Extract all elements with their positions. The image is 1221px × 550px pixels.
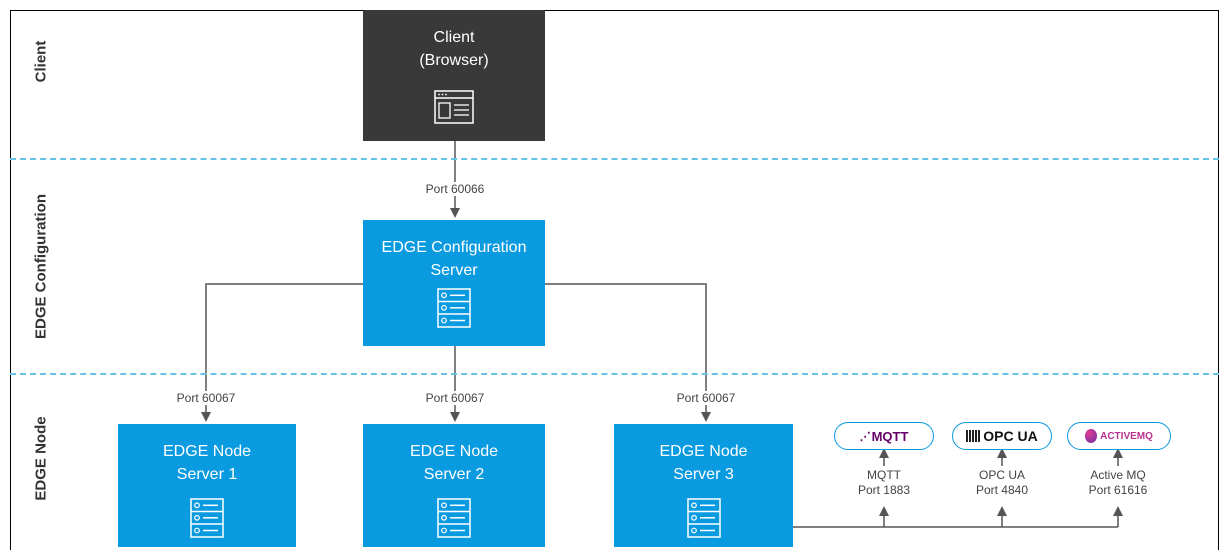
activemq-port: Port 61616 <box>1088 483 1148 497</box>
mqtt-logo-text: MQTT <box>871 428 909 444</box>
config-box-subtitle: Server <box>430 262 478 279</box>
node2-subtitle: Server 2 <box>423 466 485 483</box>
activemq-feather-icon <box>1085 429 1098 443</box>
node1-subtitle: Server 1 <box>176 466 238 483</box>
browser-window-icon <box>434 90 474 124</box>
server-icon <box>437 288 471 328</box>
activemq-logo-pill: ACTIVEMQ <box>1067 422 1171 450</box>
port-label-node3: Port 60067 <box>666 391 746 405</box>
node3-subtitle: Server 3 <box>673 466 734 483</box>
activemq-logo-text: ACTIVEMQ <box>1100 430 1153 442</box>
port-label-node2: Port 60067 <box>415 391 495 405</box>
node2-title: EDGE Node <box>409 443 499 460</box>
port-label-60066: Port 60066 <box>415 182 495 196</box>
client-box-title: Client <box>433 29 475 46</box>
node3-title: EDGE Node <box>659 443 748 460</box>
config-box-title: EDGE Configuration <box>381 239 527 256</box>
activemq-name: Active MQ <box>1090 468 1146 482</box>
opcua-port: Port 4840 <box>975 483 1029 497</box>
lane-label-edge-configuration: EDGE Configuration <box>32 194 50 339</box>
opcua-logo-pill: OPC UA <box>952 422 1052 450</box>
opcua-logo-text: OPC UA <box>983 428 1038 444</box>
client-box-subtitle: (Browser) <box>419 52 489 69</box>
lane-divider-client-config <box>10 158 1219 160</box>
lane-divider-config-node <box>10 373 1219 375</box>
mqtt-name: MQTT <box>867 468 901 482</box>
server-icon <box>437 498 471 538</box>
node1-title: EDGE Node <box>162 443 252 460</box>
opcua-globe-icon <box>966 430 981 442</box>
client-browser-box[interactable]: Client (Browser) <box>363 10 545 141</box>
server-icon <box>686 498 721 538</box>
port-label-node1: Port 60067 <box>166 391 246 405</box>
diagram-frame <box>10 10 1219 550</box>
mqtt-logo-pill: ⋰MQTT <box>834 422 934 450</box>
mqtt-signal-icon: ⋰ <box>859 430 871 443</box>
mqtt-port: Port 1883 <box>857 483 911 497</box>
server-icon <box>190 498 224 538</box>
opcua-name: OPC UA <box>978 468 1025 482</box>
lane-label-client: Client <box>32 40 50 83</box>
lane-label-edge-node: EDGE Node <box>32 416 50 501</box>
